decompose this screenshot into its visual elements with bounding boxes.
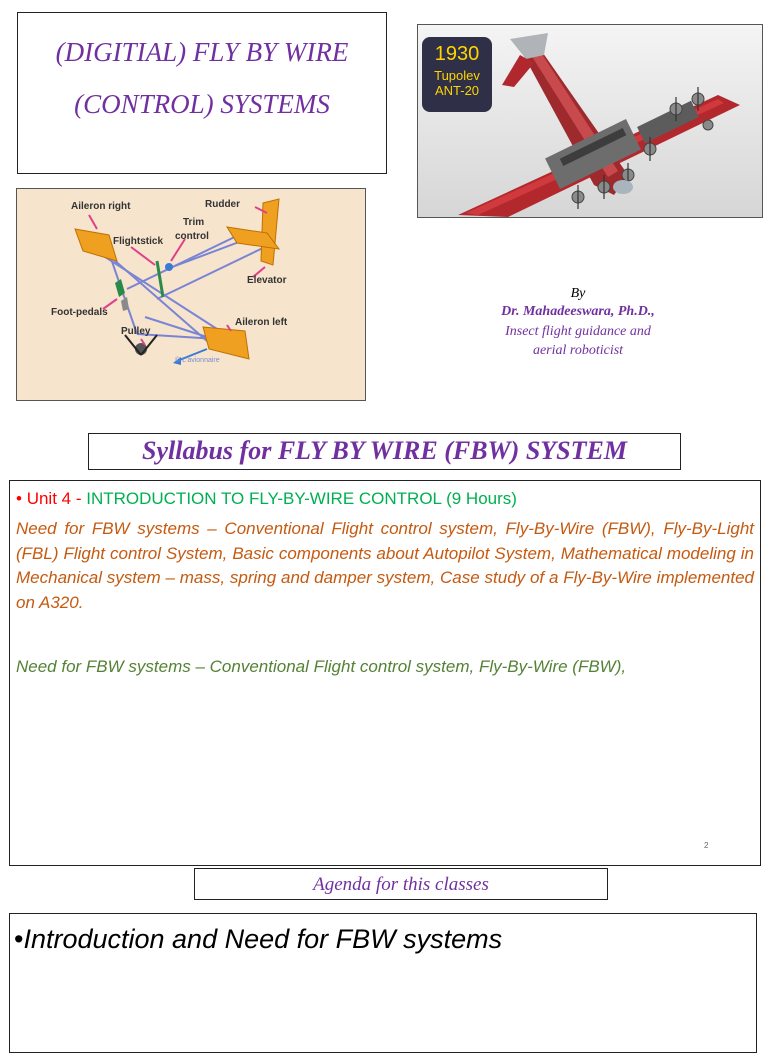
label-trim: Trim [183, 217, 205, 228]
label-foot-pedals: Foot-pedals [51, 307, 108, 318]
title-box: (DIGITIAL) FLY BY WIRE (CONTROL) SYSTEMS [17, 12, 387, 174]
title-line-2: (CONTROL) SYSTEMS [74, 89, 330, 119]
author-name: Dr. Mahadeeswara, Ph.D., [501, 304, 655, 319]
syllabus-paragraph: Need for FBW systems – Conventional Flig… [16, 519, 754, 612]
author-title-line-2: aerial roboticist [532, 343, 624, 358]
agenda-item-1: •Introduction and Need for FBW systems [14, 924, 502, 955]
author-by: By [570, 286, 586, 301]
agenda-item-1-text: Introduction and Need for FBW systems [23, 924, 503, 954]
syllabus-heading: Syllabus for FLY BY WIRE (FBW) SYSTEM [142, 436, 627, 465]
plane-name-line-1: Tupolev [434, 68, 480, 83]
label-pulley: Pulley [121, 326, 151, 337]
label-aileron-right: Aileron right [71, 201, 131, 212]
label-flightstick: Flightstick [113, 236, 164, 247]
diagram-credit: © L'avionnaire [175, 357, 220, 364]
tupolev-illustration [418, 25, 762, 217]
agenda-slide: •Introduction and Need for FBW systems [9, 913, 757, 1053]
label-elevator: Elevator [247, 275, 287, 286]
unit-line: • Unit 4 - INTRODUCTION TO FLY-BY-WIRE C… [16, 489, 517, 509]
agenda-bullet: • [14, 924, 24, 954]
syllabus-heading-box: Syllabus for FLY BY WIRE (FBW) SYSTEM [88, 433, 681, 470]
author-title-line-1: Insect flight guidance and [505, 324, 651, 339]
label-aileron-left: Aileron left [235, 317, 288, 328]
syllabus-repeat-line: Need for FBW systems – Conventional Flig… [16, 657, 627, 676]
label-rudder: Rudder [205, 199, 240, 210]
agenda-heading-box: Agenda for this classes [194, 868, 608, 900]
year-label: 1930 [434, 43, 480, 65]
unit-bullet: • [16, 489, 22, 508]
unit-title: INTRODUCTION TO FLY-BY-WIRE CONTROL (9 H… [86, 489, 517, 508]
unit-prefix: Unit 4 - [26, 489, 82, 508]
label-control: control [175, 231, 209, 242]
syllabus-slide: • Unit 4 - INTRODUCTION TO FLY-BY-WIRE C… [9, 480, 761, 866]
agenda-heading: Agenda for this classes [313, 874, 489, 895]
aircraft-photo: 1930 Tupolev ANT-20 [417, 24, 763, 218]
control-linkage-graphic [74, 198, 281, 365]
plane-name-line-2: ANT-20 [434, 83, 480, 98]
title-line-1: (DIGITIAL) FLY BY WIRE [55, 37, 349, 67]
flight-control-diagram: Aileron right Rudder Trim control Flight… [16, 188, 366, 401]
page-number: 2 [704, 841, 709, 850]
year-badge: 1930 Tupolev ANT-20 [422, 37, 492, 112]
